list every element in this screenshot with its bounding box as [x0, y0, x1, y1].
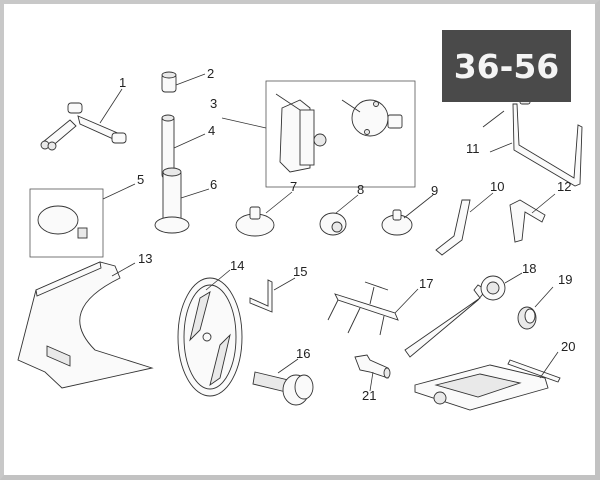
callout-16[interactable]: 16 [296, 346, 311, 361]
callout-11[interactable]: 11 [466, 141, 480, 156]
part-15-icon[interactable] [249, 277, 296, 313]
callout-12[interactable]: 12 [557, 179, 572, 194]
part-9-icon[interactable] [381, 194, 434, 236]
callout-2[interactable]: 2 [207, 66, 215, 81]
callout-7[interactable]: 7 [290, 179, 298, 194]
part-16-icon[interactable] [252, 358, 314, 406]
callout-15[interactable]: 15 [293, 264, 308, 279]
part-21-icon[interactable] [354, 354, 391, 392]
part-13-icon[interactable] [17, 261, 154, 389]
callout-14[interactable]: 14 [230, 258, 245, 273]
callout-21[interactable]: 21 [362, 388, 377, 403]
part-11-icon[interactable] [482, 95, 583, 187]
callout-10[interactable]: 10 [490, 179, 505, 194]
page-badge: 36-56 [442, 30, 571, 102]
callout-1[interactable]: 1 [119, 75, 127, 90]
part-6-icon[interactable] [154, 167, 210, 234]
kit-box-5 [29, 188, 104, 258]
part-3-icon[interactable] [221, 93, 403, 173]
part-7-icon[interactable] [235, 191, 293, 237]
callout-8[interactable]: 8 [357, 182, 365, 197]
callout-13[interactable]: 13 [138, 251, 153, 266]
part-1-icon[interactable] [40, 88, 127, 151]
callout-19[interactable]: 19 [558, 272, 573, 287]
part-2-icon[interactable] [161, 71, 206, 93]
part-17-icon[interactable] [327, 281, 419, 336]
callout-3[interactable]: 3 [210, 96, 218, 111]
callout-17[interactable]: 17 [419, 276, 434, 291]
part-14-icon[interactable] [177, 269, 243, 397]
part-19-icon[interactable] [517, 286, 554, 330]
part-18-icon[interactable] [404, 272, 523, 358]
part-10-icon[interactable] [435, 192, 494, 256]
part-12-icon[interactable] [509, 193, 556, 243]
callout-20[interactable]: 20 [561, 339, 576, 354]
callout-5[interactable]: 5 [137, 172, 145, 187]
callout-18[interactable]: 18 [522, 261, 537, 276]
kit-box-3 [265, 80, 416, 188]
part-5-icon[interactable] [37, 183, 136, 239]
callout-6[interactable]: 6 [210, 177, 218, 192]
callout-4[interactable]: 4 [208, 123, 216, 138]
callout-9[interactable]: 9 [431, 183, 439, 198]
part-8-icon[interactable] [319, 194, 359, 236]
part-20-icon[interactable] [414, 351, 561, 411]
